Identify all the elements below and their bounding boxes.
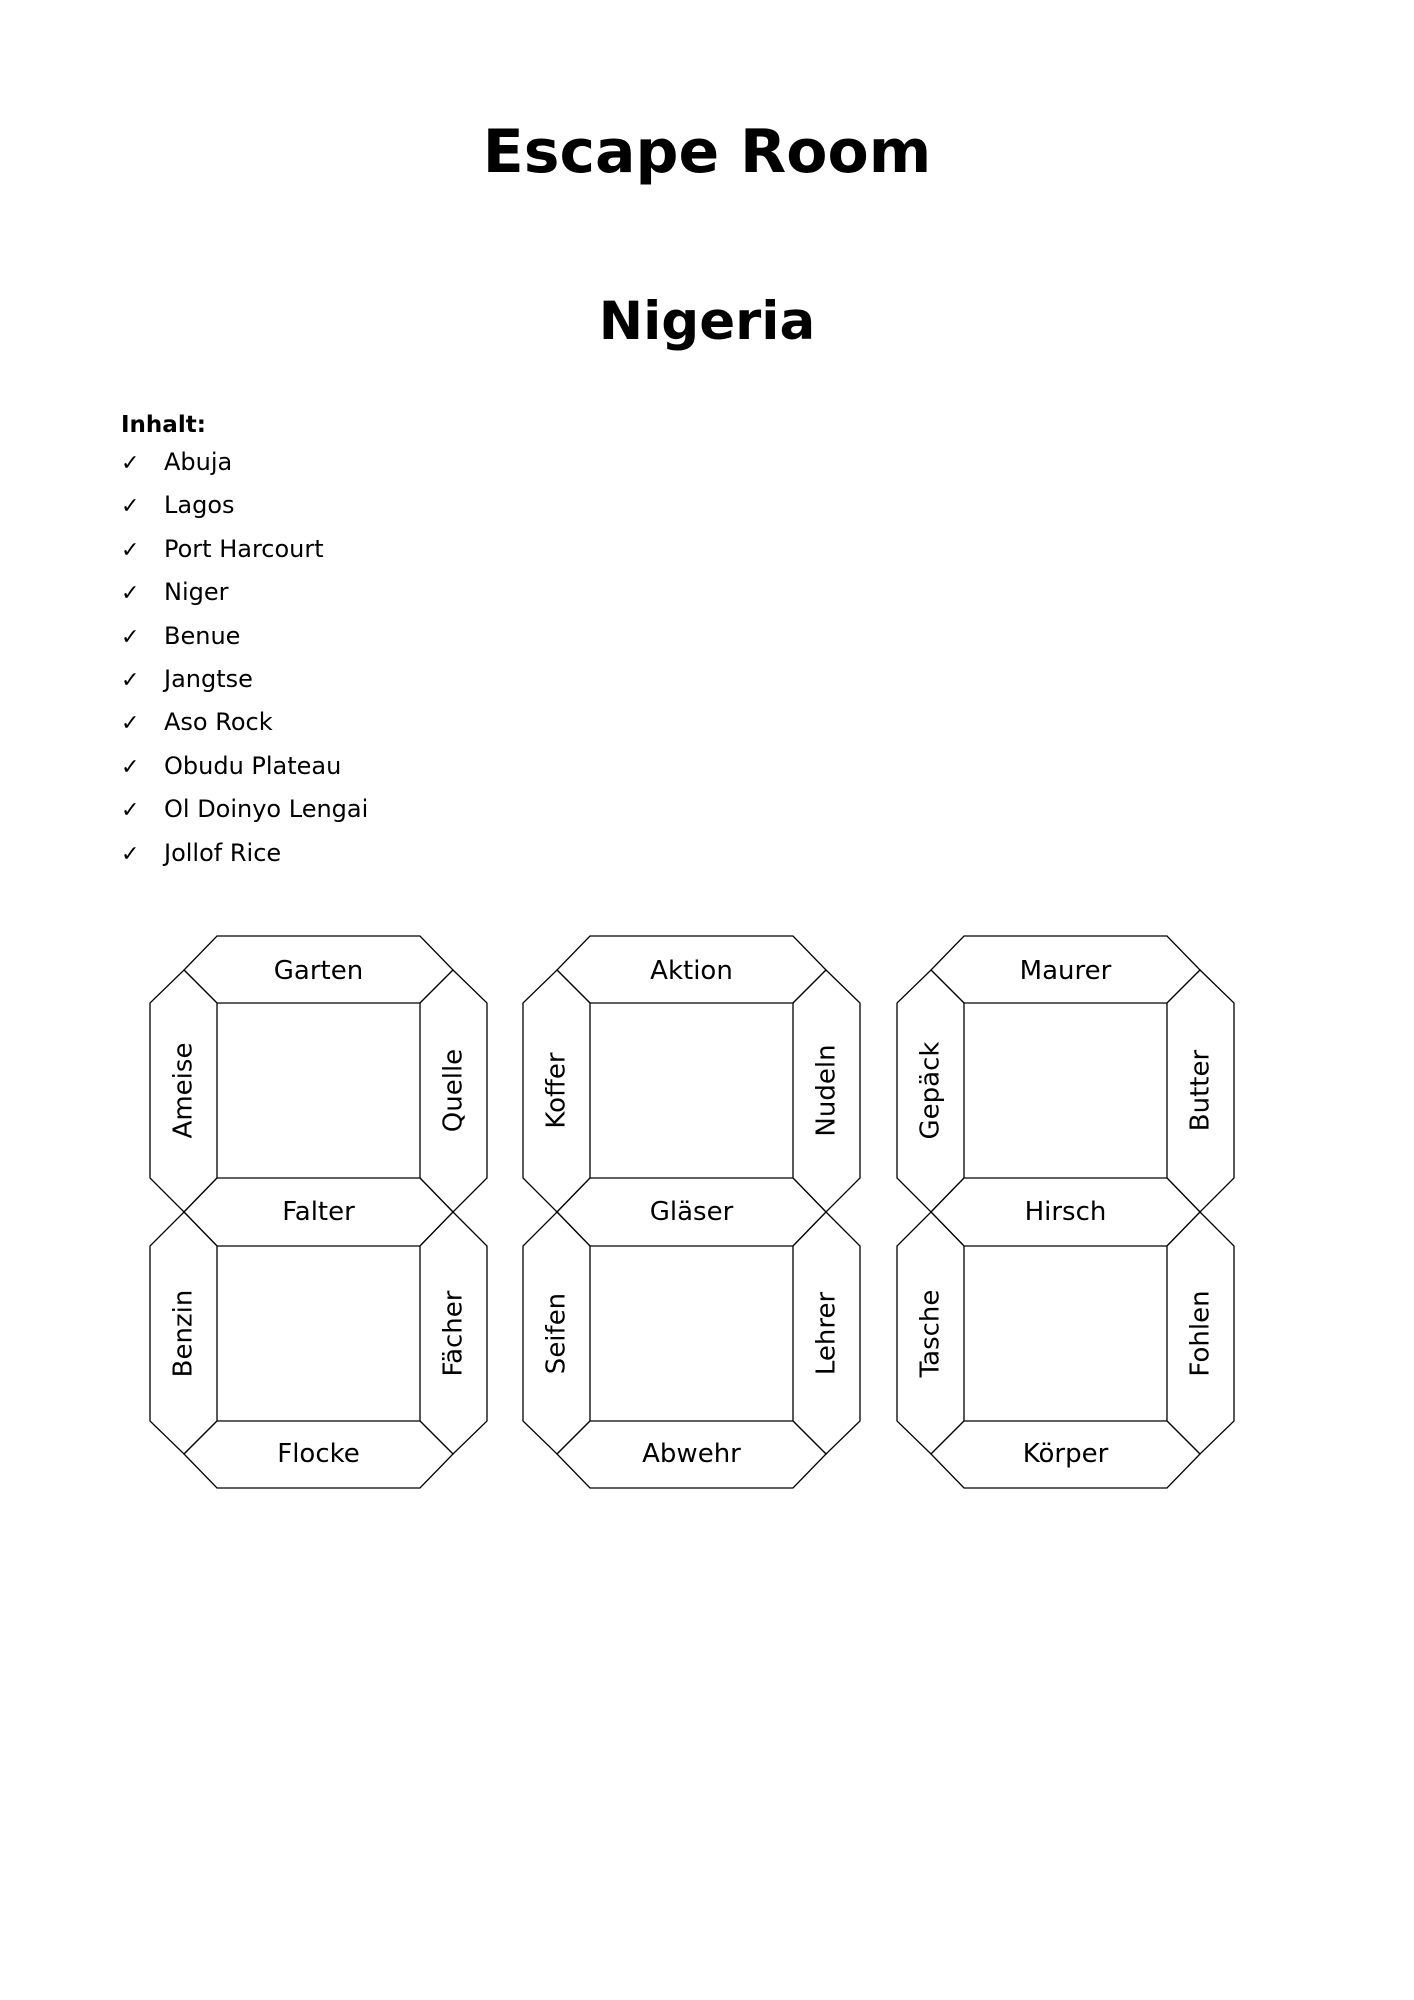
segment-bottom [556, 1420, 827, 1489]
checkmark-icon: ✓ [121, 624, 140, 650]
contents-item-label: Jollof Rice [164, 838, 282, 867]
contents-item-label: Aso Rock [164, 708, 273, 737]
segment-bottom [930, 1420, 1201, 1489]
document-title: Escape Room [482, 117, 932, 187]
segment-label-top: Aktion [650, 956, 733, 986]
segment-label-top: Garten [274, 956, 363, 986]
contents-item-label: Obudu Plateau [164, 751, 342, 780]
segment-label-upper-left: Ameise [169, 1043, 199, 1139]
segment-label-bottom: Flocke [277, 1439, 360, 1469]
segment-label-upper-left: Koffer [542, 1052, 572, 1129]
segment-label-lower-right: Fächer [439, 1290, 469, 1376]
segment-label-upper-left: Gepäck [916, 1042, 946, 1140]
contents-item-label: Lagos [164, 491, 235, 520]
checkmark-icon: ✓ [121, 494, 140, 520]
contents-list: ✓ Abuja ✓ Lagos ✓ Port Harcourt ✓ Niger ✓ Benue ✓ J… [121, 441, 368, 875]
segment-label-middle: Falter [282, 1197, 355, 1227]
segment-label-upper-right: Nudeln [812, 1044, 842, 1136]
contents-label: Inhalt: [121, 412, 206, 438]
segment-label-top: Maurer [1020, 956, 1112, 986]
segment-label-upper-right: Butter [1186, 1049, 1216, 1131]
contents-item: ✓ Aso Rock [121, 701, 368, 744]
contents-item: ✓ Niger [121, 571, 368, 614]
contents-item: ✓ Jollof Rice [121, 832, 368, 875]
contents-item: ✓ Ol Doinyo Lengai [121, 788, 368, 831]
segment-label-lower-left: Seifen [542, 1293, 572, 1374]
contents-item-label: Niger [164, 578, 229, 607]
segment-label-bottom: Abwehr [642, 1439, 741, 1469]
checkmark-icon: ✓ [121, 798, 140, 824]
checkmark-icon: ✓ [121, 451, 140, 476]
contents-item: ✓ Lagos [121, 484, 368, 527]
segment-label-middle: Hirsch [1025, 1197, 1107, 1227]
segment-label-lower-right: Fohlen [1186, 1290, 1216, 1376]
segment-label-lower-left: Tasche [916, 1290, 946, 1379]
checkmark-icon: ✓ [121, 754, 140, 780]
contents-item: ✓ Abuja [121, 441, 368, 484]
contents-item: ✓ Port Harcourt [121, 528, 368, 571]
contents-item-label: Benue [164, 621, 241, 650]
segment-label-middle: Gläser [650, 1197, 734, 1227]
segment-label-lower-left: Benzin [169, 1290, 199, 1378]
contents-item: ✓ Obudu Plateau [121, 745, 368, 788]
contents-item-label: Port Harcourt [164, 534, 324, 563]
document-subtitle: Nigeria [598, 291, 816, 352]
checkmark-icon: ✓ [121, 537, 140, 563]
checkmark-icon: ✓ [121, 581, 140, 607]
contents-item: ✓ Jangtse [121, 658, 368, 701]
contents-item-label: Jangtse [164, 664, 253, 693]
segment-label-lower-right: Lehrer [812, 1292, 842, 1376]
contents-item: ✓ Benue [121, 615, 368, 658]
contents-item-label: Abuja [164, 448, 233, 476]
segment-bottom [183, 1420, 454, 1489]
segment-label-bottom: Körper [1023, 1439, 1109, 1469]
segment-label-upper-right: Quelle [439, 1049, 469, 1132]
checkmark-icon: ✓ [121, 667, 140, 693]
contents-item-label: Ol Doinyo Lengai [164, 795, 369, 824]
checkmark-icon: ✓ [121, 711, 140, 737]
checkmark-icon: ✓ [121, 841, 140, 867]
